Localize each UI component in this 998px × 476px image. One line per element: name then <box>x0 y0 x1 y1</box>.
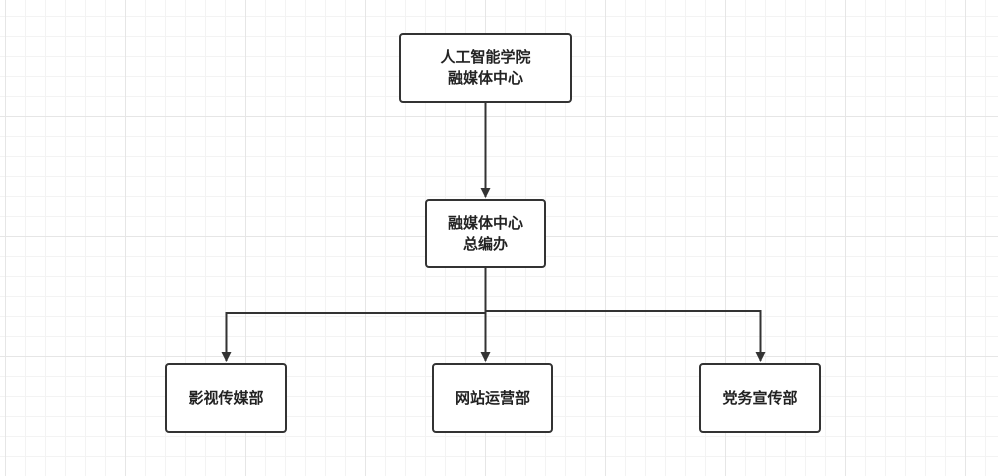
node-party-label: 党务宣传部 <box>722 388 798 407</box>
node-root-line1: 人工智能学院 <box>440 48 531 66</box>
node-film-media-dept[interactable]: 影视传媒部 <box>165 363 287 433</box>
node-root-line2: 融媒体中心 <box>447 69 523 87</box>
edge-editor-to-party <box>484 268 766 362</box>
node-video-label: 影视传媒部 <box>188 388 264 407</box>
node-web-label: 网站运营部 <box>454 388 530 407</box>
node-editor-line1: 融媒体中心 <box>447 213 523 232</box>
edge-editor-to-video <box>221 268 487 362</box>
node-editor-line2: 总编办 <box>462 234 508 253</box>
node-party-publicity-dept[interactable]: 党务宣传部 <box>699 363 821 433</box>
node-ai-college-media-center[interactable]: 人工智能学院 融媒体中心 <box>399 33 572 103</box>
node-website-operations-dept[interactable]: 网站运营部 <box>432 363 553 433</box>
node-editorial-office[interactable]: 融媒体中心 总编办 <box>425 199 546 268</box>
